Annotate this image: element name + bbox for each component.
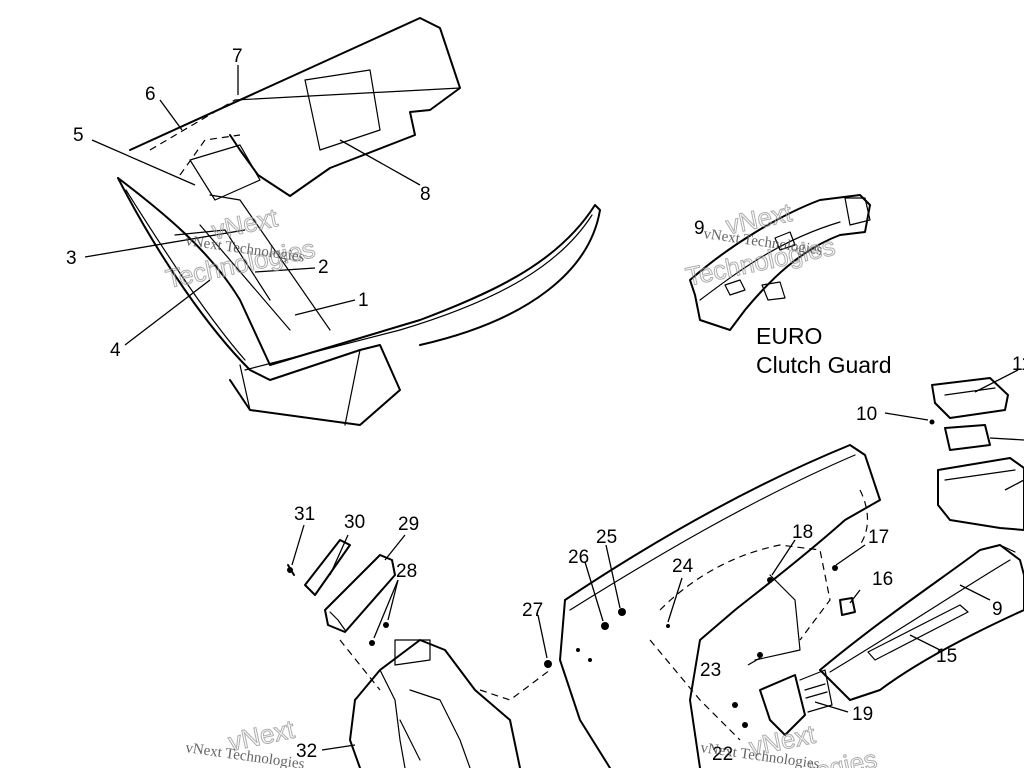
small-parts-right	[929, 377, 1024, 531]
callout-9-euro: 9	[694, 218, 705, 239]
callout-8: 8	[420, 184, 431, 205]
clutch-guard-part-9	[819, 544, 1024, 701]
callout-29: 29	[398, 514, 419, 535]
euro-clutch-guard	[689, 194, 871, 331]
callout-7: 7	[232, 46, 243, 67]
callout-18: 18	[792, 522, 813, 543]
callout-19: 19	[852, 704, 873, 725]
callout-16: 16	[872, 569, 893, 590]
front-body-panel	[559, 444, 881, 768]
callout-17: 17	[868, 527, 889, 548]
bracket-and-bumper	[304, 539, 551, 768]
callout-24: 24	[672, 556, 694, 577]
callout-labels: 1 2 3 4 5 6 7 8 9 9 10 11 15 16 17 18 19…	[66, 46, 1024, 765]
euro-clutch-guard-title: EURO Clutch Guard	[756, 323, 892, 378]
callout-11: 11	[1012, 354, 1024, 375]
hinge-assembly	[759, 669, 833, 736]
callout-27: 27	[522, 600, 543, 621]
hardware	[287, 564, 856, 728]
callout-4: 4	[110, 340, 121, 361]
callout-25: 25	[596, 527, 617, 548]
watermarks: vNext Technologies vNext Technologies vN…	[163, 197, 881, 768]
callout-1: 1	[358, 290, 369, 311]
callout-28: 28	[396, 561, 417, 582]
callout-15: 15	[936, 646, 957, 667]
callout-22: 22	[712, 744, 733, 765]
title-clutch-guard: Clutch Guard	[756, 352, 892, 378]
callout-6: 6	[145, 84, 156, 105]
callout-26: 26	[568, 547, 589, 568]
callout-2: 2	[318, 257, 329, 278]
callout-31: 31	[294, 504, 315, 525]
callout-5: 5	[73, 125, 84, 146]
callout-10: 10	[856, 404, 877, 425]
callout-3: 3	[66, 248, 77, 269]
callout-23: 23	[700, 660, 721, 681]
title-euro: EURO	[756, 323, 822, 349]
callout-32: 32	[296, 741, 317, 762]
callout-30: 30	[344, 512, 365, 533]
callout-9-guard: 9	[992, 599, 1003, 620]
leader-lines	[84, 65, 1024, 751]
hood-assembly	[117, 17, 601, 426]
